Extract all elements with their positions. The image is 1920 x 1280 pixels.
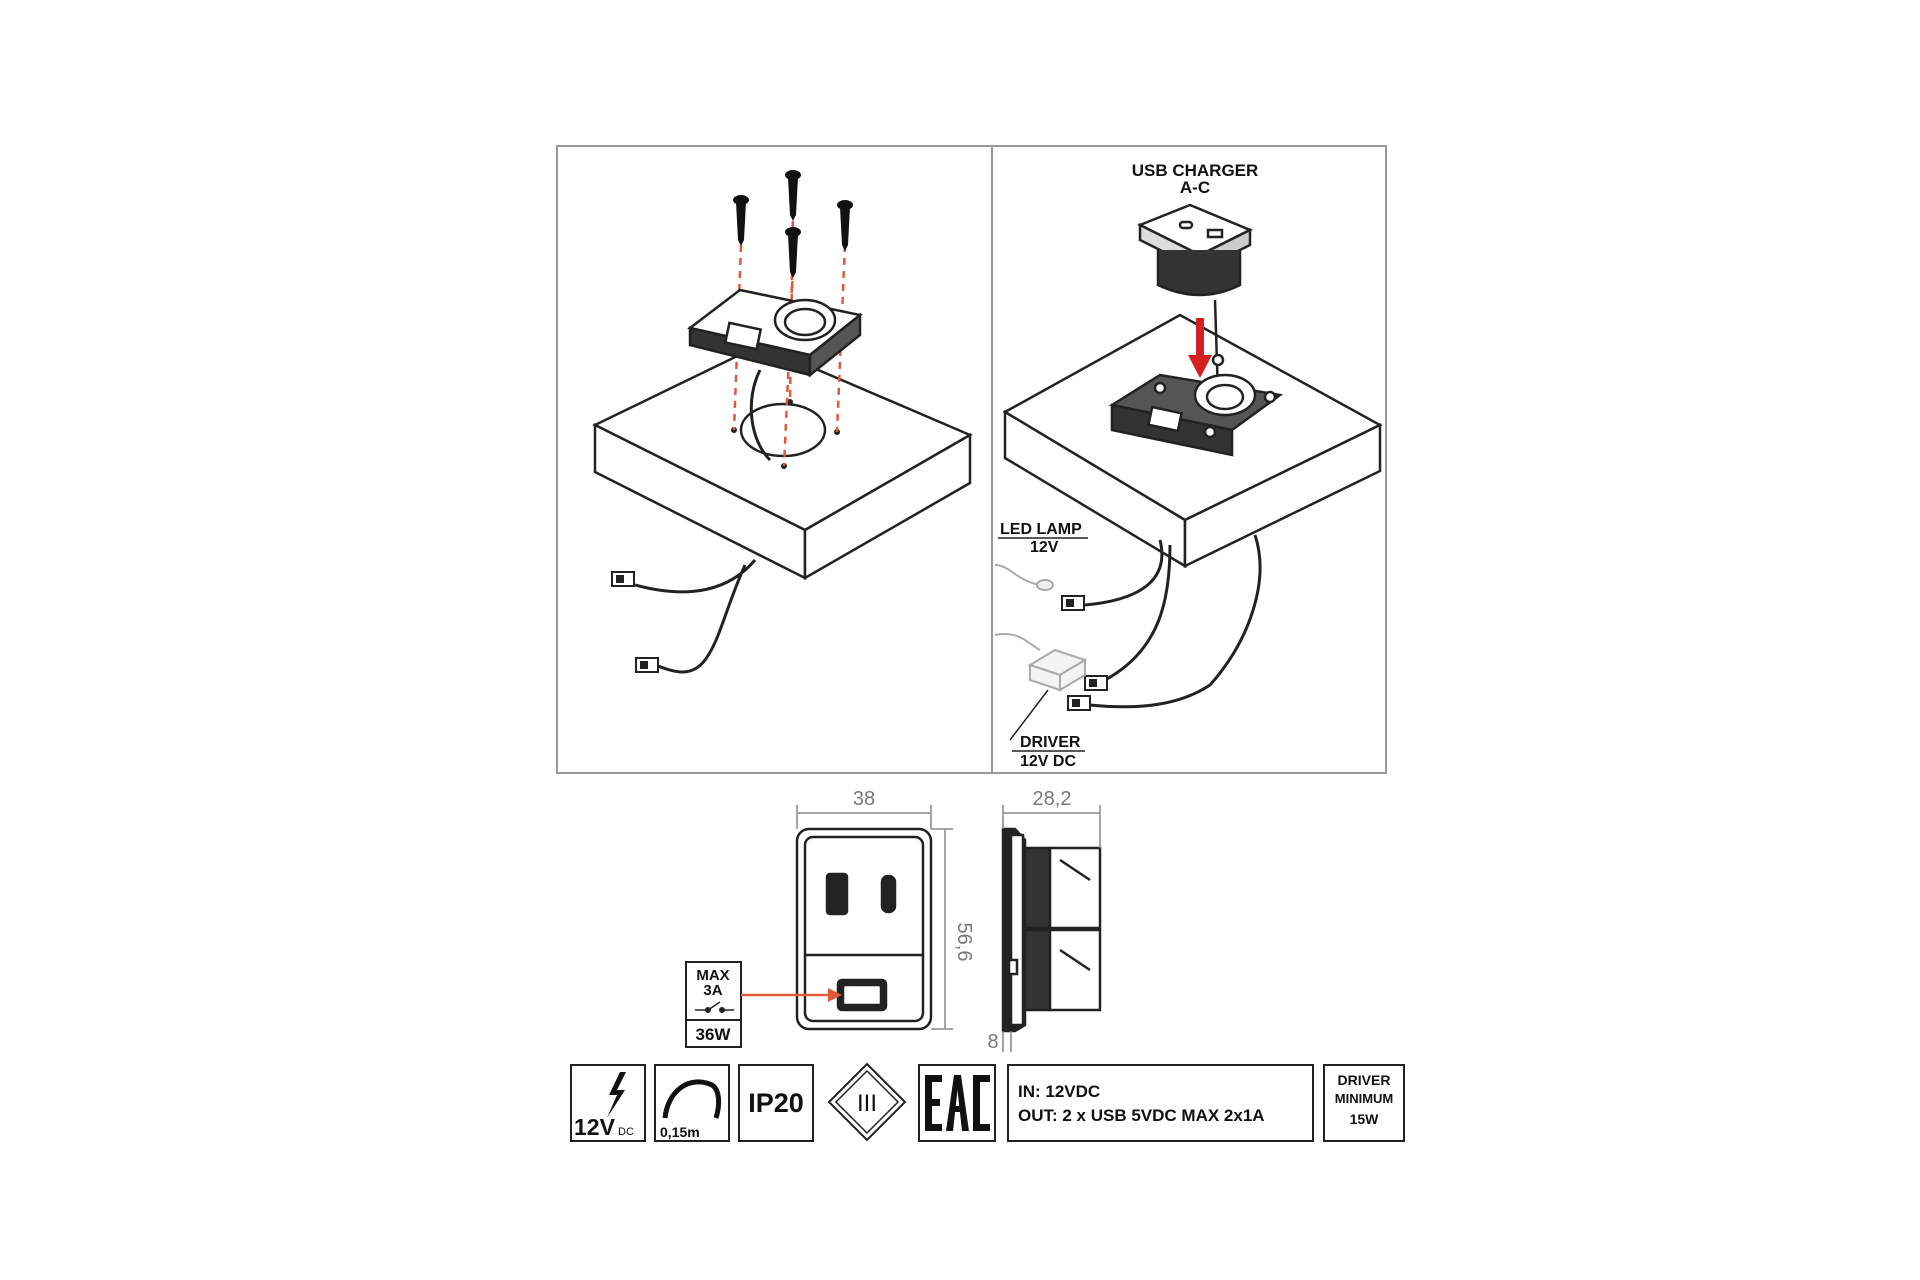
side-view bbox=[1001, 827, 1102, 1033]
cable-icon bbox=[662, 1079, 722, 1119]
front-dimension-lines bbox=[796, 805, 953, 1030]
led-lamp-plug bbox=[1036, 579, 1054, 591]
driver-voltage: 12V DC bbox=[1020, 753, 1076, 770]
voltage-sub-label: DC bbox=[618, 1126, 634, 1138]
class-iii-icon: III bbox=[827, 1062, 907, 1142]
led-lamp-label: LED LAMP bbox=[1000, 521, 1082, 538]
front-view bbox=[795, 827, 933, 1031]
driver-min-line1: DRIVER bbox=[1338, 1072, 1391, 1088]
specification-box: IN: 12VDC OUT: 2 x USB 5VDC MAX 2x1A bbox=[1007, 1064, 1314, 1142]
switch-max-label: MAX bbox=[696, 967, 729, 984]
spec-input: IN: 12VDC bbox=[1018, 1082, 1100, 1101]
usb-charger-module bbox=[1136, 203, 1254, 297]
right-install-panel bbox=[991, 145, 1387, 774]
width-dimension: 38 bbox=[853, 788, 875, 810]
class-iii-label: III bbox=[857, 1090, 877, 1117]
driver-min-line2: MINIMUM bbox=[1335, 1091, 1394, 1106]
eac-certification-icon bbox=[918, 1064, 996, 1142]
cable-length-icon: 0,15m bbox=[654, 1064, 730, 1142]
led-lamp-cable bbox=[994, 564, 1041, 586]
left-shelf-board bbox=[592, 343, 973, 581]
right-connector-3 bbox=[1067, 695, 1091, 711]
switch-rating-box bbox=[685, 961, 742, 1048]
side-dimension-lines bbox=[1002, 805, 1101, 1052]
flange-dimension: 8 bbox=[987, 1031, 998, 1053]
right-shelf-board bbox=[1002, 313, 1383, 569]
voltage-label: 12V bbox=[574, 1114, 616, 1140]
usb-charger-subtitle: A-C bbox=[1180, 178, 1210, 197]
ip-rating-icon: IP20 bbox=[738, 1064, 814, 1142]
driver-leader bbox=[1009, 689, 1049, 741]
driver-box bbox=[1027, 648, 1088, 692]
switch-watt-label: 36W bbox=[696, 1025, 732, 1044]
spec-output: OUT: 2 x USB 5VDC MAX 2x1A bbox=[1018, 1106, 1265, 1125]
left-cable bbox=[749, 369, 772, 462]
right-connector-led bbox=[1061, 595, 1085, 611]
driver-minimum-box: DRIVER MINIMUM 15W bbox=[1323, 1064, 1405, 1142]
voltage-icon: 12V DC bbox=[570, 1064, 646, 1142]
left-screws bbox=[733, 170, 853, 278]
switch-amp-label: 3A bbox=[703, 982, 722, 999]
usb-charger-title: USB CHARGER bbox=[1132, 161, 1259, 180]
ip-rating-label: IP20 bbox=[748, 1088, 804, 1118]
insert-arrow bbox=[1188, 318, 1212, 378]
left-connector-2 bbox=[635, 657, 659, 673]
depth-dimension: 28,2 bbox=[1033, 788, 1072, 810]
eac-logo-icon bbox=[925, 1075, 990, 1131]
driver-cable bbox=[994, 633, 1041, 651]
driver-min-line3: 15W bbox=[1350, 1111, 1380, 1127]
switch-pointer-arrow bbox=[741, 988, 842, 1002]
left-lower-cables bbox=[634, 559, 757, 674]
height-dimension: 56,6 bbox=[953, 923, 975, 962]
lightning-icon bbox=[607, 1072, 626, 1118]
right-lower-cables bbox=[1084, 534, 1262, 709]
left-connector-1 bbox=[611, 571, 635, 587]
right-socket-bracket bbox=[1108, 353, 1284, 457]
led-lamp-voltage: 12V bbox=[1030, 539, 1059, 556]
right-connector-driver bbox=[1084, 675, 1108, 691]
cable-length-label: 0,15m bbox=[660, 1124, 700, 1140]
driver-label: DRIVER bbox=[1020, 734, 1081, 751]
left-socket-bracket bbox=[687, 288, 863, 378]
